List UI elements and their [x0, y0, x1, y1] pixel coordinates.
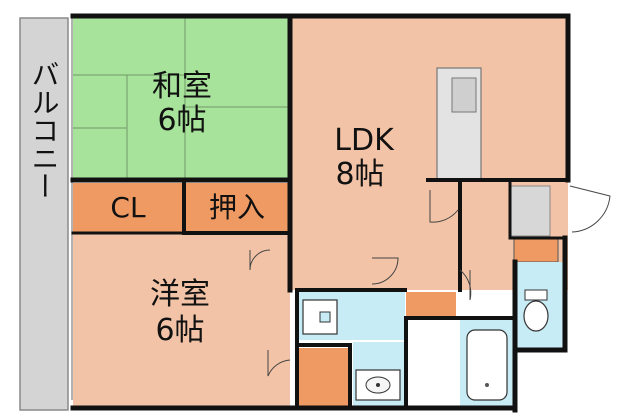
- ldk-size: 8帖: [335, 157, 384, 192]
- bathtub-icon: [466, 329, 508, 401]
- closet-room: [73, 183, 184, 233]
- washitsu-room: [73, 18, 290, 180]
- door-swings: [249, 185, 611, 377]
- yoshitsu-room: [73, 233, 290, 408]
- ldk-label: LDK: [334, 123, 395, 158]
- closet-label: CL: [110, 191, 146, 224]
- tatami-lines: [73, 18, 290, 180]
- fridge-space: [509, 185, 551, 237]
- toilet-icon: [523, 289, 549, 332]
- oshiire-room: [184, 183, 290, 233]
- entry-shoe: [513, 237, 559, 263]
- balcony-label: バルコニー: [28, 60, 61, 200]
- balcony-area: [19, 17, 69, 411]
- kitchen-sink: [451, 77, 477, 113]
- storage-small: [297, 348, 349, 408]
- yoshitsu-label: 洋室: [150, 277, 210, 312]
- washitsu-label: 和室: [152, 69, 212, 104]
- oshiire-label: 押入: [209, 191, 265, 224]
- washer-door: [319, 311, 331, 323]
- walls: [70, 13, 571, 413]
- yoshitsu-size: 6帖: [155, 313, 204, 348]
- storage-hall: [406, 292, 456, 318]
- washitsu-size: 6帖: [157, 103, 206, 138]
- washbasin-icon: [355, 369, 401, 401]
